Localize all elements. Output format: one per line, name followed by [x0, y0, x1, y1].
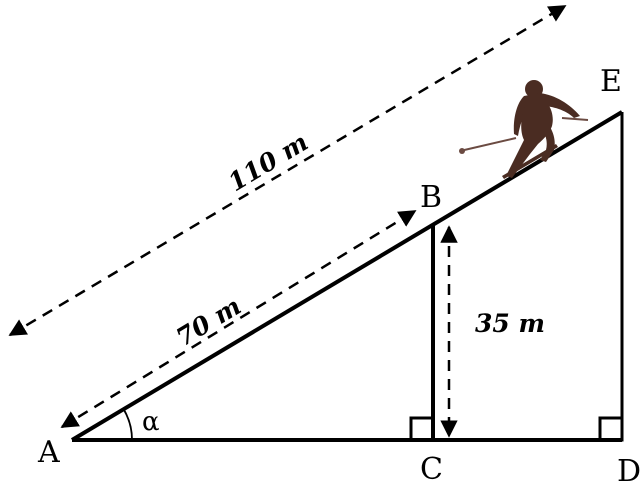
point-label-B: B — [420, 180, 442, 215]
angle-arc-alpha — [122, 408, 133, 441]
skier-figure — [459, 80, 589, 179]
measurement-label-110m: 110 m — [223, 127, 313, 197]
point-label-E: E — [600, 64, 622, 99]
dimension-arrow-110m — [8, 4, 567, 337]
point-label-A: A — [37, 435, 60, 470]
point-label-D: D — [617, 454, 641, 489]
point-label-C: C — [420, 452, 443, 487]
measurement-label-35m: 35 m — [475, 309, 545, 338]
right-angle-marker-D — [598, 416, 624, 442]
right-angle-marker-C — [409, 416, 435, 442]
slope-line-AE — [70, 110, 624, 442]
angle-label-alpha: α — [142, 407, 160, 437]
dimension-arrow-70m — [60, 209, 417, 429]
